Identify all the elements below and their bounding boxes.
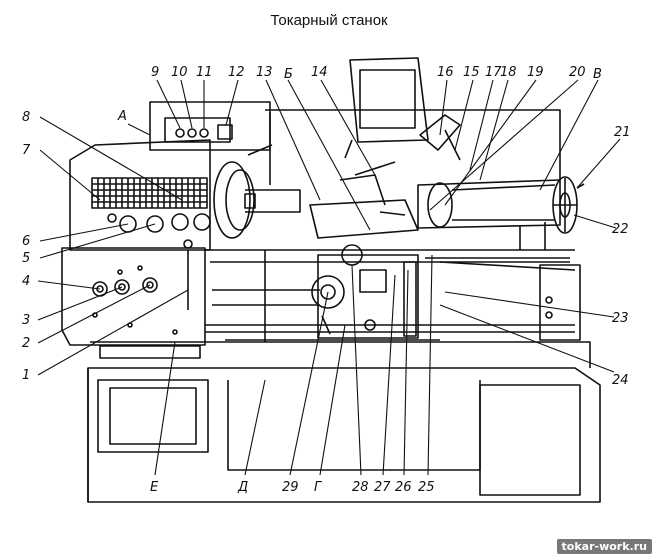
label-12: 12	[228, 65, 245, 80]
watermark: tokar-work.ru	[556, 539, 652, 554]
label-16: 16	[437, 65, 454, 80]
label-B: Б	[284, 67, 293, 82]
lead-screw	[205, 324, 575, 333]
carriage-apron	[311, 244, 419, 339]
part-labels: А Б В Г Д Е 1 2 3 4 5 6 7 8 9 10 11 12 1…	[22, 65, 631, 495]
label-27: 27	[374, 480, 391, 495]
leader-lines	[37, 79, 621, 476]
label-10: 10	[171, 65, 188, 80]
label-D: Д	[237, 480, 248, 495]
machine-frame	[264, 109, 561, 342]
label-21: 21	[614, 125, 631, 140]
work-lamp	[419, 114, 461, 161]
bed-end-support	[539, 264, 581, 341]
label-A: А	[117, 109, 127, 124]
label-18: 18	[500, 65, 517, 80]
label-28: 28	[352, 480, 369, 495]
tool-post	[309, 161, 419, 239]
label-29: 29	[282, 480, 299, 495]
label-19: 19	[527, 65, 544, 80]
label-22: 22	[612, 222, 629, 237]
label-V: В	[593, 67, 602, 82]
headstock	[69, 101, 271, 251]
label-5: 5	[22, 251, 30, 266]
label-17: 17	[485, 65, 502, 80]
label-9: 9	[151, 65, 159, 80]
chuck-shield	[344, 57, 429, 159]
label-23: 23	[612, 311, 629, 326]
label-E: Е	[150, 480, 159, 495]
tailstock	[417, 179, 561, 250]
diagram-title: Токарный станок	[270, 12, 388, 29]
label-15: 15	[463, 65, 480, 80]
label-8: 8	[22, 110, 30, 125]
bed-rails	[205, 249, 576, 341]
label-3: 3	[22, 313, 30, 328]
label-25: 25	[418, 480, 435, 495]
feed-gearbox	[61, 239, 206, 346]
machine-base	[87, 341, 601, 503]
label-20: 20	[569, 65, 586, 80]
label-14: 14	[311, 65, 328, 80]
label-13: 13	[256, 65, 273, 80]
label-24: 24	[612, 373, 629, 388]
label-26: 26	[395, 480, 412, 495]
control-switches	[175, 124, 233, 140]
label-2: 2	[22, 336, 30, 351]
tailstock-handwheel	[552, 176, 585, 234]
label-11: 11	[196, 65, 213, 80]
label-4: 4	[22, 274, 30, 289]
label-G: Г	[314, 480, 323, 495]
label-7: 7	[22, 143, 31, 158]
chuck	[213, 144, 301, 239]
label-1: 1	[22, 368, 30, 383]
label-6: 6	[22, 234, 30, 249]
